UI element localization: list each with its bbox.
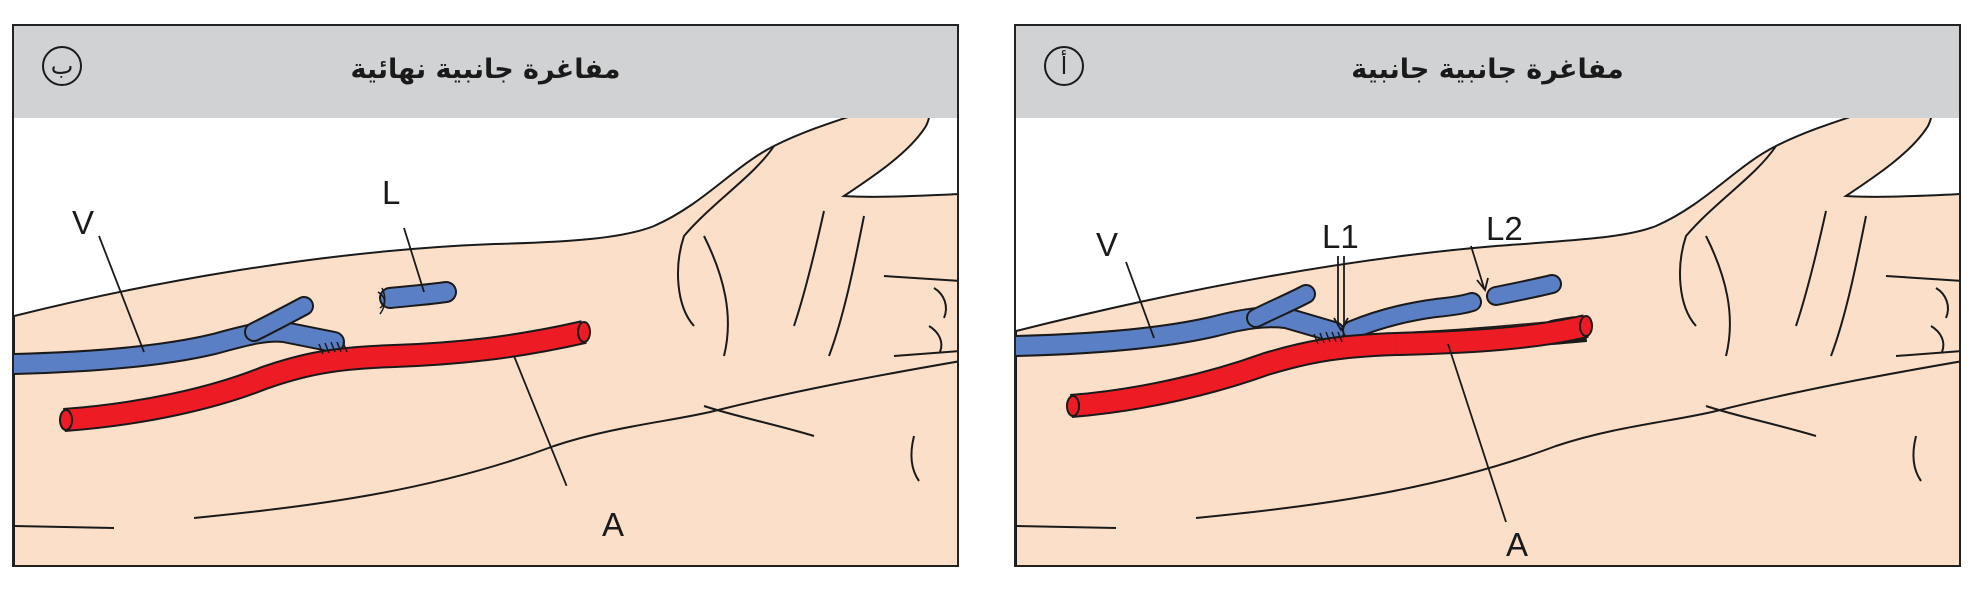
panel-letter-badge: أ (1044, 46, 1084, 86)
label-artery: A (602, 506, 624, 543)
label-ligature-1: L1 (1322, 218, 1359, 255)
ligated-vein-stump-fill (381, 283, 455, 307)
arrow-l1-head (1333, 317, 1349, 332)
finger-line-4 (893, 350, 957, 357)
label-ligature-2: L2 (1486, 210, 1523, 247)
vein-distal-fill (1344, 294, 1480, 338)
suture-marks (1313, 331, 1343, 345)
arrow-l2-head (1476, 277, 1489, 292)
artery-end-right (577, 321, 591, 343)
arrow-l2 (1470, 245, 1485, 289)
forearm-lower-contour-2 (193, 360, 957, 519)
thumb-contour (677, 145, 775, 327)
panel-header: مفاغرة جانبية نهائية ب (14, 26, 957, 118)
finger-line-2 (1830, 215, 1867, 357)
label-vein: V (1096, 226, 1118, 263)
wrist-crease (703, 405, 815, 437)
artery-end-left (59, 409, 73, 431)
finger-line-3 (883, 275, 957, 282)
panel-title: مفاغرة جانبية نهائية (350, 54, 621, 85)
diagram-side-to-side: V L1 L2 A (1016, 95, 1959, 565)
diagram-end-to-side: V L A (14, 95, 957, 565)
fingernail-1 (1935, 287, 1949, 319)
fingernail-2 (928, 325, 943, 353)
finger-line-5 (1912, 435, 1922, 482)
finger-line-4 (1895, 350, 1959, 357)
panel-end-to-side: V L A مفاغرة جانبية نهائية ب (12, 24, 959, 567)
leader-line-v (98, 235, 145, 353)
artery-end-left (1066, 395, 1080, 417)
panel-header: مفاغرة جانبية جانبية أ (1016, 26, 1959, 118)
forearm-skin (14, 95, 957, 565)
finger-line-5 (910, 435, 920, 482)
artery-end-right (1579, 315, 1593, 337)
finger-line-3 (1885, 275, 1959, 282)
vein-branch-fill (246, 298, 312, 340)
vein-distal-2-fill (1488, 276, 1560, 304)
fingernail-2 (1930, 325, 1945, 353)
palm-crease (1705, 235, 1731, 357)
panel-letter-badge: ب (42, 46, 82, 86)
palm-crease (703, 235, 729, 357)
leader-line-v (1125, 261, 1155, 339)
leader-line-l (403, 227, 425, 293)
leader-line-a (1447, 343, 1507, 523)
panel-side-to-side: V L1 L2 A مفاغرة جانبية جانبية أ (1014, 24, 1961, 567)
finger-line-1 (793, 210, 825, 327)
artery-distal-fill (1395, 316, 1589, 354)
forearm-lower-contour (14, 525, 115, 529)
fingernail-1 (933, 287, 947, 319)
finger-line-1 (1795, 210, 1827, 327)
label-vein: V (72, 204, 94, 241)
vein-branch-fill (1248, 286, 1314, 326)
wrist-crease (1705, 405, 1817, 437)
panel-title: مفاغرة جانبية جانبية (1351, 54, 1624, 85)
finger-line-2 (828, 215, 865, 357)
suture-marks (318, 341, 348, 355)
forearm-lower-contour (1016, 525, 1117, 529)
label-artery: A (1506, 526, 1528, 563)
thumb-contour (1679, 145, 1777, 327)
ligature-tie (377, 287, 386, 315)
leader-line-a (513, 355, 568, 487)
artery-fill (63, 322, 587, 430)
forearm-lower-contour-2 (1195, 360, 1959, 519)
label-ligature: L (382, 174, 400, 211)
